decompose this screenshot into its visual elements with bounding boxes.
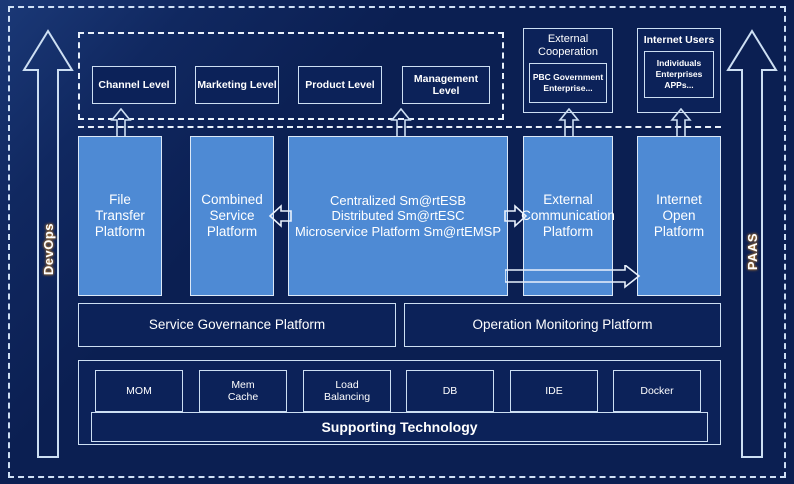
tech-box-mem-cache[interactable]: Mem Cache	[199, 370, 287, 412]
governance-operation-monitoring[interactable]: Operation Monitoring Platform	[404, 303, 721, 347]
connector-arrow-central-to-management	[390, 108, 412, 138]
external-cooperation-inner: PBC Government Enterprise...	[529, 62, 607, 103]
platform-centralized-esb[interactable]: Centralized Sm@rtESB Distributed Sm@rtES…	[288, 136, 508, 296]
paas-rail-arrow: PAAS	[726, 28, 778, 460]
supporting-technology-bar[interactable]: Supporting Technology	[91, 412, 708, 442]
internet-users-inner: Individuals Enterprises APPs...	[644, 51, 714, 99]
paas-rail-label: PAAS	[744, 233, 760, 271]
devops-rail-label: DevOps	[40, 223, 56, 276]
governance-service-platform-label: Service Governance Platform	[148, 317, 326, 333]
platform-combined-service[interactable]: Combined Service Platform	[190, 136, 274, 296]
connector-arrow-internet-open-to-users	[670, 108, 692, 138]
consumer-box-channel-level[interactable]: Channel Level	[92, 66, 176, 104]
platform-internet-open[interactable]: Internet Open Platform	[637, 136, 721, 296]
consumer-box-management-level-label: Management Level	[413, 72, 479, 97]
internet-users-box[interactable]: Internet Users Individuals Enterprises A…	[637, 28, 721, 113]
consumer-box-product-level-label: Product Level	[305, 78, 375, 91]
connector-arrow-central-to-combined	[268, 203, 292, 229]
internet-users-title: Internet Users	[643, 34, 715, 46]
connector-arrow-central-to-external-comm	[504, 203, 528, 229]
supporting-technology-label: Supporting Technology	[321, 419, 478, 435]
governance-service-platform[interactable]: Service Governance Platform	[78, 303, 396, 347]
consumer-box-marketing-level[interactable]: Marketing Level	[195, 66, 279, 104]
external-cooperation-title: External Cooperation	[538, 33, 598, 58]
tech-box-docker[interactable]: Docker	[613, 370, 701, 412]
tech-box-db[interactable]: DB	[406, 370, 494, 412]
connector-arrow-central-to-internet-open	[505, 265, 641, 289]
consumer-box-product-level[interactable]: Product Level	[298, 66, 382, 104]
consumer-layer-group	[78, 32, 504, 120]
devops-rail-arrow: DevOps	[22, 28, 74, 460]
connector-arrow-external-comm-to-cooperation	[558, 108, 580, 138]
governance-operation-monitoring-label: Operation Monitoring Platform	[472, 317, 653, 333]
consumer-box-channel-level-label: Channel Level	[98, 78, 170, 91]
platform-external-communication[interactable]: External Communication Platform	[521, 136, 615, 296]
connector-arrow-file-transfer-to-channel	[110, 108, 132, 138]
consumer-box-marketing-level-label: Marketing Level	[197, 78, 277, 91]
consumer-box-management-level[interactable]: Management Level	[402, 66, 490, 104]
external-cooperation-box[interactable]: External Cooperation PBC Government Ente…	[523, 28, 613, 113]
tech-box-mom[interactable]: MOM	[95, 370, 183, 412]
tech-box-ide[interactable]: IDE	[510, 370, 598, 412]
layer-separator-dashed-line	[78, 126, 721, 128]
platform-file-transfer[interactable]: File Transfer Platform	[78, 136, 162, 296]
outer-boundary	[8, 6, 786, 478]
tech-box-load-balancing[interactable]: Load Balancing	[303, 370, 391, 412]
